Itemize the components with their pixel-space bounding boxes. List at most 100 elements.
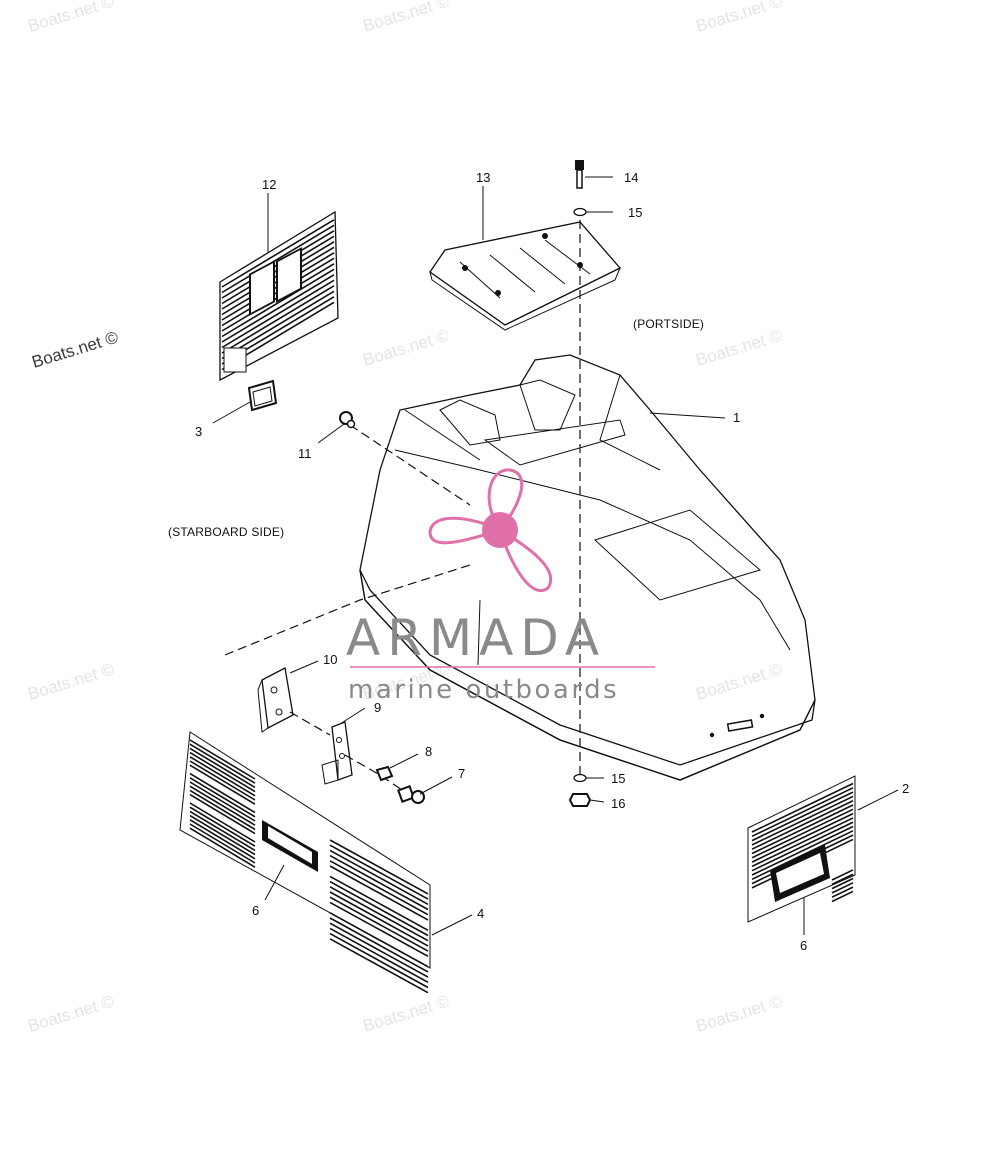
watermark: Boats.net © <box>26 991 117 1035</box>
watermark: Boats.net © <box>694 0 785 36</box>
decal-stripe <box>189 785 256 826</box>
decal-stripe <box>189 789 256 831</box>
decal-stripe <box>831 869 854 881</box>
decal-stripe <box>221 279 335 349</box>
armada-logo: ARMADA marine outboards <box>346 468 655 705</box>
decal-stripe <box>189 764 256 805</box>
decal-stripe <box>329 860 429 916</box>
decal-stripe <box>329 880 429 937</box>
decal-stripe <box>221 224 335 294</box>
watermark: Boats.net © <box>694 659 785 703</box>
screw-part-11 <box>339 411 356 429</box>
decal-stripe <box>221 290 335 360</box>
decal-stripe <box>751 830 854 881</box>
decal-stripe <box>751 791 854 842</box>
decal-stripe <box>831 877 854 890</box>
callout-6-left: 6 <box>252 903 259 918</box>
decal-stripe <box>189 777 256 818</box>
portside-label: (PORTSIDE) <box>633 317 704 331</box>
decal-stripe <box>221 268 335 338</box>
decal-stripe <box>189 760 256 801</box>
decal-stripe <box>831 890 854 903</box>
logo-tagline: marine outboards <box>348 675 619 705</box>
decal-stripe <box>751 787 854 838</box>
decal-stripe <box>189 806 256 847</box>
decal-stripe <box>831 873 854 886</box>
watermark: Boats.net © <box>361 0 452 36</box>
callout-11: 11 <box>298 446 312 461</box>
watermark: Boats.net © <box>361 991 452 1035</box>
decal-stripe <box>221 285 335 354</box>
decal-stripe <box>329 839 429 895</box>
propeller-hub-icon <box>482 512 518 548</box>
callout-13: 13 <box>476 170 490 185</box>
assembly-guides <box>224 220 581 793</box>
watermark: Boats.net © <box>30 327 121 371</box>
engine-cowl-part-1 <box>359 354 816 781</box>
watermark: Boats.net © <box>361 325 452 369</box>
decal-stripe <box>189 756 256 797</box>
decal-stripe <box>221 274 335 343</box>
decal-stripe <box>329 927 429 984</box>
decal-stripe <box>329 849 429 906</box>
top-plate-part-13 <box>429 221 622 331</box>
watermark: Boats.net © <box>26 0 117 36</box>
decal-stripe <box>189 823 256 864</box>
decal-stripe <box>329 912 429 968</box>
bolt-part-7 <box>397 785 425 804</box>
callout-1: 1 <box>733 410 740 425</box>
watermark: Boats.net © <box>694 325 785 369</box>
decal-stripe <box>751 799 854 850</box>
pad-part-3 <box>247 379 278 412</box>
decal-stripe <box>189 739 256 780</box>
decal-stripe <box>189 772 256 814</box>
decal-stripe <box>329 938 429 994</box>
decal-stripe <box>189 810 256 852</box>
side-decal-part-2 <box>747 775 856 923</box>
decal-stripe <box>751 817 854 868</box>
decal-stripe <box>221 219 335 288</box>
decal-stripe <box>189 802 256 843</box>
decal-stripe <box>189 814 256 856</box>
decal-stripe <box>831 882 854 894</box>
decal-stripe <box>329 896 429 952</box>
watermark: Boats.net © <box>26 659 117 703</box>
watermark: Boats.net © <box>694 991 785 1035</box>
callout-labels: 12 13 14 15 1 3 11 10 9 8 7 15 16 2 6 6 … <box>195 170 909 953</box>
nut-part-8 <box>375 765 394 782</box>
starboard-side-label: (STARBOARD SIDE) <box>168 525 284 539</box>
callout-14: 14 <box>624 170 638 185</box>
washer-part-15-lower <box>573 773 587 783</box>
decal-stripe <box>751 812 854 863</box>
decal-stripe <box>189 747 256 789</box>
callout-2: 2 <box>902 781 909 796</box>
callout-8: 8 <box>425 744 432 759</box>
callout-3: 3 <box>195 424 202 439</box>
latch-part-9 <box>321 721 353 785</box>
decal-part-12 <box>219 210 339 382</box>
nut-part-16 <box>568 793 592 807</box>
decal-stripe <box>751 804 854 855</box>
decal-stripe <box>831 886 854 898</box>
callout-15-lower: 15 <box>611 771 625 786</box>
logo-name: ARMADA <box>346 609 606 667</box>
callout-6-right: 6 <box>800 938 807 953</box>
bolt-part-14 <box>575 160 584 189</box>
callout-16: 16 <box>611 796 625 811</box>
decal-stripe <box>329 891 429 947</box>
decal-stripe <box>329 922 429 978</box>
propeller-icon <box>428 468 552 592</box>
decal-stripe <box>751 782 854 833</box>
callout-15: 15 <box>628 205 642 220</box>
decal-stripe <box>751 821 854 872</box>
decal-stripe <box>751 825 854 876</box>
callout-12: 12 <box>262 177 276 192</box>
watermark-layer: Boats.net © Boats.net © Boats.net © Boat… <box>26 0 785 1036</box>
decal-stripe <box>189 827 256 868</box>
decal-stripe <box>189 781 256 822</box>
decal-stripe <box>189 819 256 860</box>
decal-stripe <box>329 865 429 921</box>
decal-stripe <box>189 743 256 784</box>
